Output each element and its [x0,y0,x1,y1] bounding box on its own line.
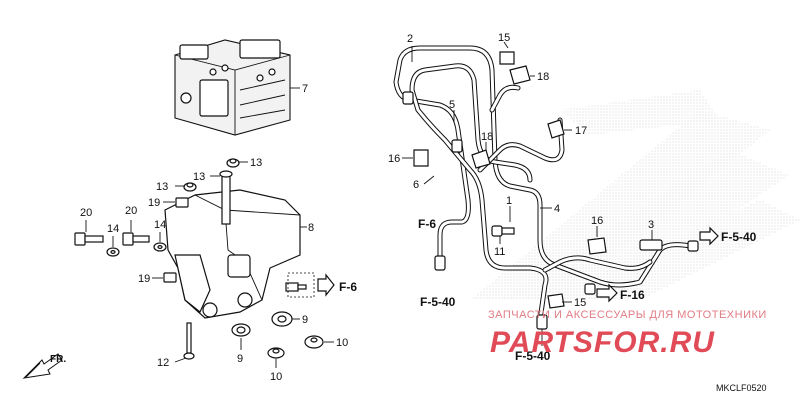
arrow-f16 [596,283,618,303]
ref-frame-f6 [287,272,315,298]
label-12: 12 [157,357,169,369]
label-13-mid: 13 [156,181,168,193]
clamp-part-18-top[interactable] [509,65,531,85]
bolt-part-11[interactable] [491,225,515,237]
label-1: 1 [506,195,512,207]
collar-part-10-right[interactable] [304,335,324,349]
ref-f540-bottom[interactable]: F-5-40 [515,349,551,363]
arrow-f6-right [317,273,335,297]
pipe-fittings [402,91,699,330]
label-11: 11 [494,246,505,258]
label-16-right: 16 [591,215,603,227]
label-17: 17 [575,125,587,137]
washer-part-14-left[interactable] [106,247,120,257]
label-2: 2 [407,33,413,45]
label-9-left: 9 [237,353,243,365]
label-7: 7 [302,83,308,95]
ref-f540-left[interactable]: F-5-40 [420,295,456,309]
clip-part-19-bottom[interactable] [163,272,177,283]
collar-part-13-right[interactable] [219,170,233,225]
bolt-to-f6[interactable] [285,282,307,292]
wing-logo-watermark [470,90,800,300]
label-18-top: 18 [537,71,549,83]
grommet-part-13-top[interactable] [226,158,240,168]
label-6: 6 [413,179,419,191]
label-8: 8 [308,222,314,234]
abs-modulator-part-7[interactable] [174,39,291,136]
brake-pipes[interactable] [393,45,693,323]
label-20-left: 20 [80,207,92,219]
label-16-left: 16 [388,153,400,165]
clamp-part-17[interactable] [547,119,565,139]
clamp-part-15-bottom[interactable] [547,293,565,309]
ref-f6-left[interactable]: F-6 [418,217,436,231]
clip-part-19-top[interactable] [175,197,189,208]
label-3: 3 [648,219,654,231]
label-19-top: 19 [148,197,160,209]
abs-bracket-part-8[interactable] [164,189,301,319]
bolt-part-12[interactable] [183,322,195,360]
label-15-top: 15 [498,32,510,44]
label-13-right: 13 [193,171,205,183]
clamp-part-18-mid[interactable] [471,149,491,169]
front-direction-indicator [22,353,63,379]
ref-f6-right[interactable]: F-6 [339,280,357,294]
label-19-bottom: 19 [138,273,150,285]
watermark-tagline: ЗАПЧАСТИ И АКСЕССУАРЫ ДЛЯ МОТОТЕХНИКИ [488,309,767,321]
label-10-bottom: 10 [270,371,282,383]
label-4: 4 [554,203,560,215]
label-18-mid: 18 [481,131,493,143]
clamp-part-15-top[interactable] [499,51,515,65]
arrow-f540-right [699,226,719,246]
front-label: FR. [50,354,66,365]
label-9-right: 9 [302,314,308,326]
label-15-bottom: 15 [574,297,586,309]
diagram-code: MKCLF0520 [716,383,767,393]
collar-part-10-bottom[interactable] [267,347,285,359]
grommet-part-13-mid[interactable] [183,182,197,192]
clamp-part-16-left[interactable] [413,149,429,167]
watermark-brand: PARTSFOR.RU [490,326,715,359]
label-13-top: 13 [250,157,262,169]
label-14-left: 14 [107,223,119,235]
clamp-part-16-right[interactable] [587,237,607,255]
ref-f540-right[interactable]: F-5-40 [721,230,757,244]
ref-f16[interactable]: F-16 [620,288,645,302]
grommet-part-9-right[interactable] [271,311,293,327]
label-20-right: 20 [125,205,137,217]
bolt-part-20-right[interactable] [122,232,150,246]
label-5: 5 [449,99,455,111]
bolt-part-20-left[interactable] [74,232,104,246]
grommet-part-9-left[interactable] [231,323,251,337]
washer-part-14-right[interactable] [153,242,167,252]
label-14-right: 14 [154,219,166,231]
label-10-right: 10 [336,337,348,349]
